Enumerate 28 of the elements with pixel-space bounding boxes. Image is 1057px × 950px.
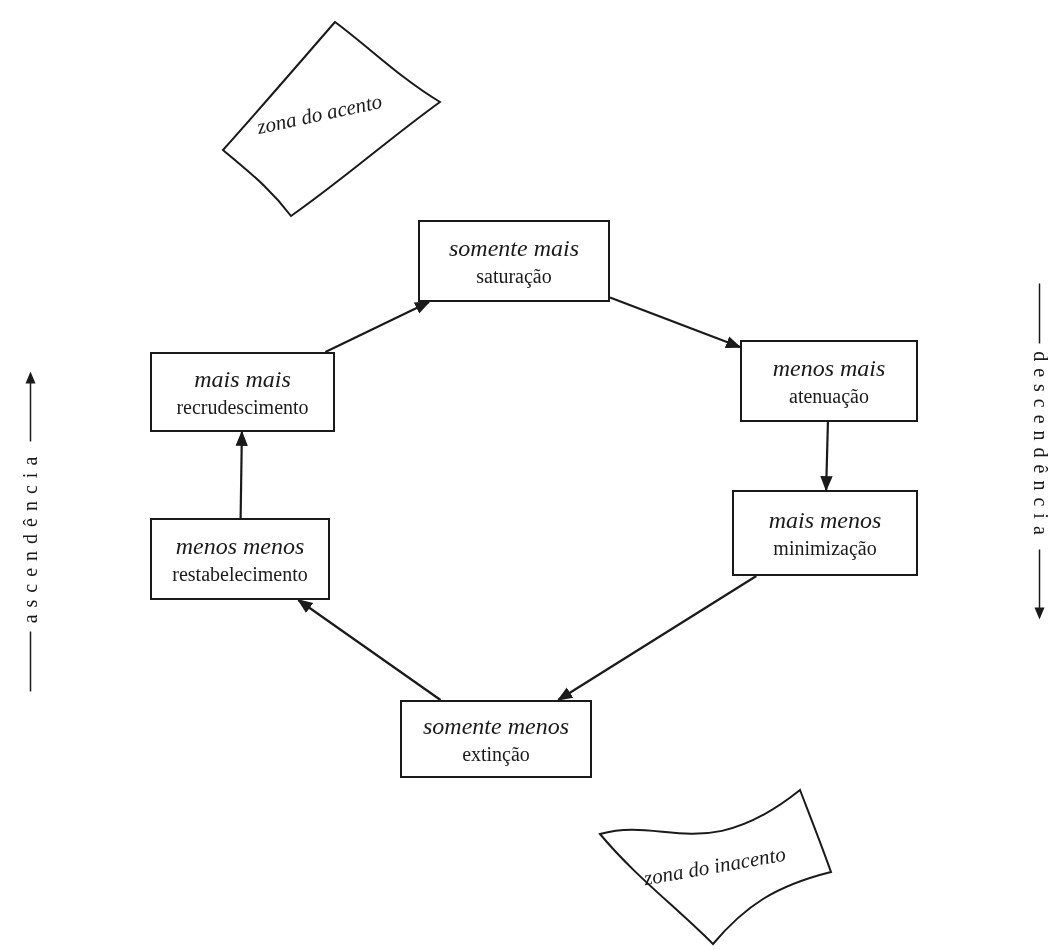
box-text: restabelecimento xyxy=(172,562,308,587)
box-text: saturação xyxy=(476,264,552,289)
arrow xyxy=(235,430,248,518)
process-box xyxy=(400,700,592,778)
arrow xyxy=(324,301,431,353)
process-box xyxy=(418,220,610,302)
flag-label: zona do acento xyxy=(255,88,385,140)
side-label: descendência xyxy=(1028,351,1052,542)
side-label: ascendência xyxy=(18,449,42,624)
box-heading: mais menos xyxy=(768,506,882,535)
process-box xyxy=(732,490,918,576)
arrow xyxy=(820,421,833,492)
process-box xyxy=(150,352,335,432)
box-text: extinção xyxy=(462,742,530,767)
box-text: minimização xyxy=(773,536,877,561)
box-heading: menos menos xyxy=(175,532,305,561)
box-text: recrudescimento xyxy=(176,395,309,420)
box-heading: mais mais xyxy=(194,365,291,394)
box-heading: somente mais xyxy=(449,234,579,263)
box-heading: somente menos xyxy=(423,712,569,741)
flag-label: zona do inacento xyxy=(642,841,788,891)
box-heading: menos mais xyxy=(772,354,886,383)
box-text: atenuação xyxy=(789,384,869,409)
arrow xyxy=(609,296,742,349)
arrow xyxy=(557,575,757,701)
process-box xyxy=(740,340,918,422)
arrow xyxy=(297,599,442,701)
process-box xyxy=(150,518,330,600)
